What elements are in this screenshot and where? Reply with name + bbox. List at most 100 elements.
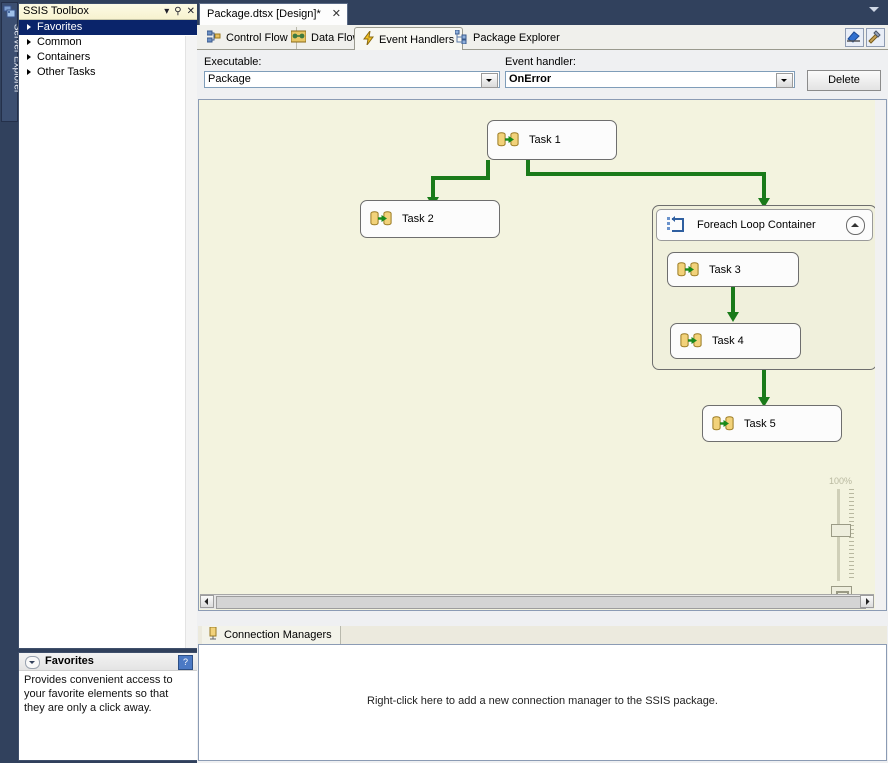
- execute-sql-task-icon: [370, 210, 392, 228]
- arrow-task1-foreach: [758, 198, 770, 208]
- edge-task1-foreach-v1: [526, 160, 530, 176]
- container-header[interactable]: Foreach Loop Container: [656, 209, 873, 241]
- expand-triangle-icon: [27, 24, 31, 30]
- data-flow-icon: [290, 30, 307, 46]
- eraser-icon[interactable]: [845, 28, 864, 47]
- expand-triangle-icon: [27, 69, 31, 75]
- expand-triangle-icon: [27, 54, 31, 60]
- toolbox-item-favorites[interactable]: Favorites: [19, 20, 202, 35]
- tab-label: Event Handlers: [379, 33, 455, 46]
- toolbox-item-containers[interactable]: Containers: [19, 50, 197, 65]
- tab-package-explorer[interactable]: Package Explorer: [447, 27, 568, 49]
- tab-label: Control Flow: [226, 32, 288, 44]
- scroll-thumb[interactable]: [216, 596, 866, 609]
- tab-label: Data Flow: [311, 32, 361, 44]
- document-tab-label: Package.dtsx [Design]*: [207, 8, 321, 20]
- toolbox-pin-icon[interactable]: ⚲: [174, 5, 182, 17]
- zoom-ticks: [849, 489, 854, 581]
- edge-task1-foreach-v2: [762, 172, 766, 200]
- toolbox-item-label: Other Tasks: [37, 66, 96, 78]
- node-label: Task 1: [529, 134, 561, 146]
- designer-tab-strip: Control Flow Data Flow: [197, 25, 888, 52]
- zoom-slider[interactable]: 100%: [829, 476, 859, 607]
- scroll-left-button[interactable]: [200, 595, 214, 608]
- tab-data-flow[interactable]: Data Flow: [283, 27, 370, 49]
- toolbox-title: SSIS Toolbox: [23, 5, 89, 17]
- scroll-right-button[interactable]: [860, 595, 874, 608]
- description-header: Favorites ?: [19, 653, 197, 671]
- zoom-thumb[interactable]: [831, 524, 851, 537]
- edge-task1-task2-h: [431, 176, 490, 180]
- node-label: Task 5: [744, 417, 776, 430]
- executable-label: Executable:: [204, 56, 262, 68]
- node-label: Task 4: [712, 335, 744, 347]
- connection-managers-tab-strip: Connection Managers: [198, 626, 887, 645]
- node-label: Task 3: [709, 263, 741, 276]
- description-text: Provides convenient access to your favor…: [24, 674, 173, 714]
- foreach-loop-icon: [666, 215, 686, 235]
- arrow-foreach-task5: [758, 397, 770, 407]
- toolbox-description-pane: Favorites ? Provides convenient access t…: [18, 652, 198, 761]
- node-task4[interactable]: Task 4: [670, 323, 801, 359]
- edge-task1-foreach-h: [526, 172, 766, 176]
- tools-icon[interactable]: [866, 28, 885, 47]
- toolbox-dropdown-icon[interactable]: ▾: [164, 5, 170, 17]
- connection-managers-hint: Right-click here to add a new connection…: [367, 695, 718, 707]
- chevron-down-icon[interactable]: [869, 7, 879, 12]
- close-icon[interactable]: ✕: [331, 8, 342, 20]
- chevron-down-icon[interactable]: [25, 656, 40, 669]
- designer-tool-buttons: [845, 28, 885, 47]
- edge-task1-task2-v2: [431, 176, 435, 198]
- toolbox-header: SSIS Toolbox ▾ ⚲ ✕: [19, 4, 197, 20]
- connection-managers-pane: Connection Managers Right-click here to …: [198, 626, 887, 761]
- toolbox-item-label: Common: [37, 36, 82, 48]
- edge-task3-task4: [731, 287, 735, 315]
- node-task2[interactable]: Task 2: [360, 200, 500, 238]
- toolbox-item-common[interactable]: Common: [19, 35, 197, 50]
- delete-button[interactable]: Delete: [807, 70, 881, 91]
- chevron-down-icon[interactable]: [481, 73, 498, 88]
- execute-sql-task-icon: [712, 415, 734, 433]
- node-task1[interactable]: Task 1: [487, 120, 617, 160]
- event-handler-canvas[interactable]: Task 1 Task 2: [199, 100, 875, 610]
- tab-connection-managers[interactable]: Connection Managers: [202, 626, 341, 644]
- edge-foreach-task5: [762, 370, 766, 403]
- toolbox-item-other-tasks[interactable]: Other Tasks: [19, 65, 197, 80]
- left-dock-strip: Server Explorer: [0, 0, 23, 763]
- zoom-level-label: 100%: [829, 476, 853, 486]
- connection-manager-icon: [208, 626, 219, 643]
- toolbox-scrollbar[interactable]: [185, 36, 197, 648]
- event-handler-selector-bar: Executable: Package Event handler: OnErr…: [197, 50, 888, 97]
- sidebar-tab-server-explorer[interactable]: Server Explorer: [1, 2, 23, 122]
- document-tab-package-dtsx[interactable]: Package.dtsx [Design]* ✕: [199, 3, 349, 29]
- chevron-up-icon[interactable]: [846, 216, 865, 235]
- help-icon[interactable]: ?: [178, 655, 193, 670]
- chevron-down-icon[interactable]: [776, 73, 793, 88]
- edge-task1-task2-v1: [486, 160, 490, 180]
- expand-triangle-icon: [27, 39, 31, 45]
- node-task5[interactable]: Task 5: [702, 405, 842, 442]
- server-explorer-icon: [3, 5, 16, 18]
- event-handler-canvas-wrapper: Task 1 Task 2: [198, 99, 887, 611]
- document-tab-strip: Package.dtsx [Design]* ✕: [197, 0, 888, 29]
- canvas-horizontal-scrollbar[interactable]: [200, 594, 874, 609]
- canvas-vertical-scrollbar[interactable]: [875, 100, 886, 610]
- document-area: Package.dtsx [Design]* ✕ Control Flow: [197, 0, 888, 763]
- control-flow-icon: [206, 30, 221, 47]
- tab-label: Package Explorer: [473, 32, 560, 44]
- connection-managers-body[interactable]: Right-click here to add a new connection…: [198, 644, 887, 761]
- toolbox-list: Favorites Common Containers Other Tasks: [19, 20, 202, 648]
- toolbox-close-icon[interactable]: ✕: [186, 5, 195, 17]
- tab-label: Connection Managers: [224, 629, 332, 641]
- toolbox-item-label: Containers: [37, 51, 91, 63]
- event-handler-dropdown[interactable]: OnError: [505, 71, 795, 88]
- executable-dropdown[interactable]: Package: [204, 71, 500, 88]
- description-title: Favorites: [45, 655, 94, 667]
- package-explorer-icon: [454, 29, 468, 47]
- toolbox-item-label: Favorites: [37, 21, 83, 33]
- foreach-loop-container[interactable]: Foreach Loop Container: [652, 205, 875, 370]
- arrow-task3-task4: [727, 312, 739, 322]
- node-task3[interactable]: Task 3: [667, 252, 799, 287]
- execute-sql-task-icon: [677, 261, 699, 279]
